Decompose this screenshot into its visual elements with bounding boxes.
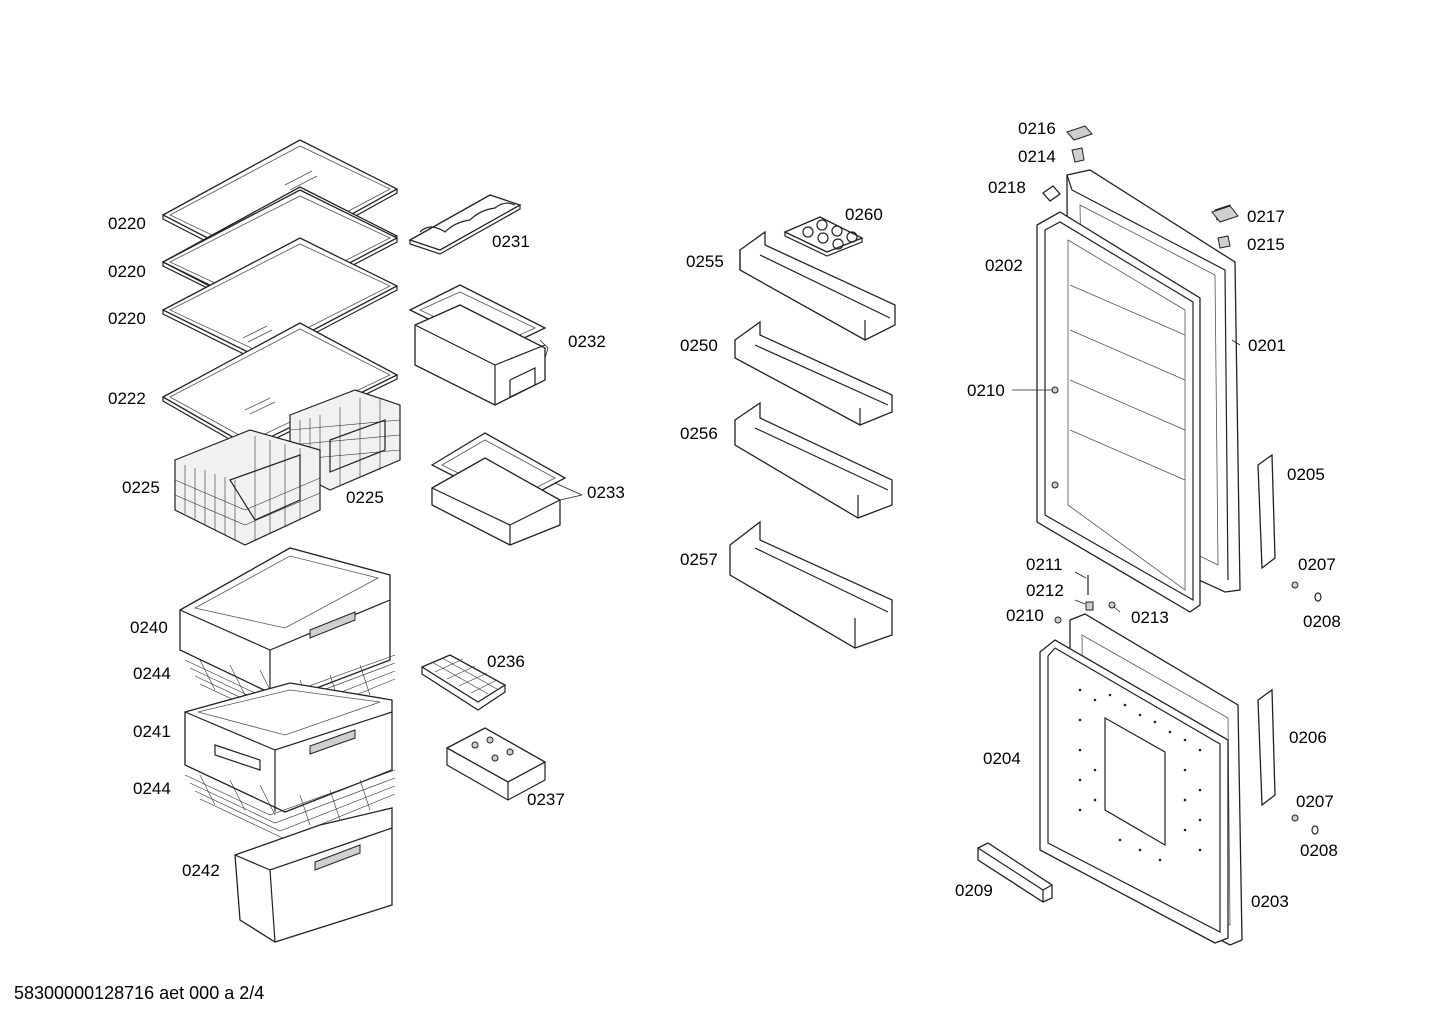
screw-0207-lower: [1291, 814, 1299, 822]
label-0202: 0202: [985, 256, 1023, 275]
box-0233: [430, 432, 567, 546]
screw-0213: [1108, 601, 1116, 609]
door-shelf-0257: [729, 520, 893, 649]
washer-0208-upper: [1314, 592, 1322, 602]
label-0210-a: 0210: [967, 381, 1005, 400]
leader-lines: [539, 339, 1241, 613]
screw-0210-lower: [1054, 616, 1062, 624]
label-0215: 0215: [1247, 235, 1285, 254]
hinge-0215: [1217, 235, 1231, 249]
label-0218: 0218: [988, 178, 1026, 197]
label-0244-a: 0244: [133, 664, 171, 683]
door-gasket-0204: [1039, 639, 1229, 944]
label-0250: 0250: [680, 336, 718, 355]
label-0205: 0205: [1287, 465, 1325, 484]
label-0214: 0214: [1018, 147, 1056, 166]
label-0201: 0201: [1248, 336, 1286, 355]
label-0242: 0242: [182, 861, 220, 880]
label-0206: 0206: [1289, 728, 1327, 747]
label-0237: 0237: [527, 790, 565, 809]
label-0240: 0240: [130, 618, 168, 637]
label-0210-b: 0210: [1006, 606, 1044, 625]
label-0260: 0260: [845, 205, 883, 224]
label-0222: 0222: [108, 389, 146, 408]
label-0236: 0236: [487, 652, 525, 671]
hinge-0214: [1071, 147, 1085, 163]
label-0232: 0232: [568, 332, 606, 351]
door-shelf-0256: [734, 401, 893, 519]
label-0217: 0217: [1247, 207, 1285, 226]
bracket-0205: [1257, 453, 1276, 570]
door-shelf-0255: [739, 230, 896, 341]
label-0225-a: 0225: [122, 478, 160, 497]
ice-box-0237: [445, 727, 547, 801]
label-0255: 0255: [686, 252, 724, 271]
label-0211: 0211: [1026, 555, 1063, 574]
drawing-reference-number: 58300000128716 aet 000 a 2/4: [14, 983, 265, 1003]
label-0208-b: 0208: [1300, 841, 1338, 860]
label-0220-c: 0220: [108, 309, 146, 328]
panel-0209: [977, 842, 1053, 903]
label-0209: 0209: [955, 881, 993, 900]
pad-0218: [1042, 185, 1061, 202]
label-0231: 0231: [492, 232, 530, 251]
glass-shelf-0220-lower: [161, 237, 399, 363]
hinge-cover-0216: [1066, 125, 1093, 141]
label-0220-b: 0220: [108, 262, 146, 281]
washer-0208-lower: [1311, 825, 1319, 835]
egg-rack-0231: [408, 194, 522, 255]
label-0233: 0233: [587, 483, 625, 502]
drawer-0241: [184, 682, 393, 813]
screw-0207-upper: [1291, 581, 1299, 589]
egg-holder-0260: [783, 216, 864, 257]
rack-0244-lower: [184, 769, 396, 840]
label-0256: 0256: [680, 424, 718, 443]
door-shelf-0250: [734, 320, 893, 426]
bracket-0206: [1257, 688, 1276, 807]
basket-0225-left: [174, 429, 321, 546]
drawer-0242: [234, 807, 393, 943]
ice-tray-0236: [420, 654, 507, 711]
label-0257: 0257: [680, 550, 718, 569]
door-gasket-0202: [1036, 211, 1201, 613]
label-0208-a: 0208: [1303, 612, 1341, 631]
label-0244-b: 0244: [133, 779, 171, 798]
hinge-cover-0217: [1211, 205, 1239, 223]
label-0241: 0241: [133, 722, 171, 741]
bushing-0212: [1085, 601, 1094, 611]
label-0207-b: 0207: [1296, 792, 1334, 811]
box-0232: [408, 284, 547, 406]
label-0213: 0213: [1131, 608, 1169, 627]
label-0212: 0212: [1026, 581, 1064, 600]
label-0203: 0203: [1251, 892, 1289, 911]
label-0220-a: 0220: [108, 214, 146, 233]
label-0225-b: 0225: [346, 488, 384, 507]
label-0204: 0204: [983, 749, 1021, 768]
label-0207-a: 0207: [1298, 555, 1336, 574]
label-0216: 0216: [1018, 119, 1056, 138]
drawer-0240: [179, 547, 391, 701]
